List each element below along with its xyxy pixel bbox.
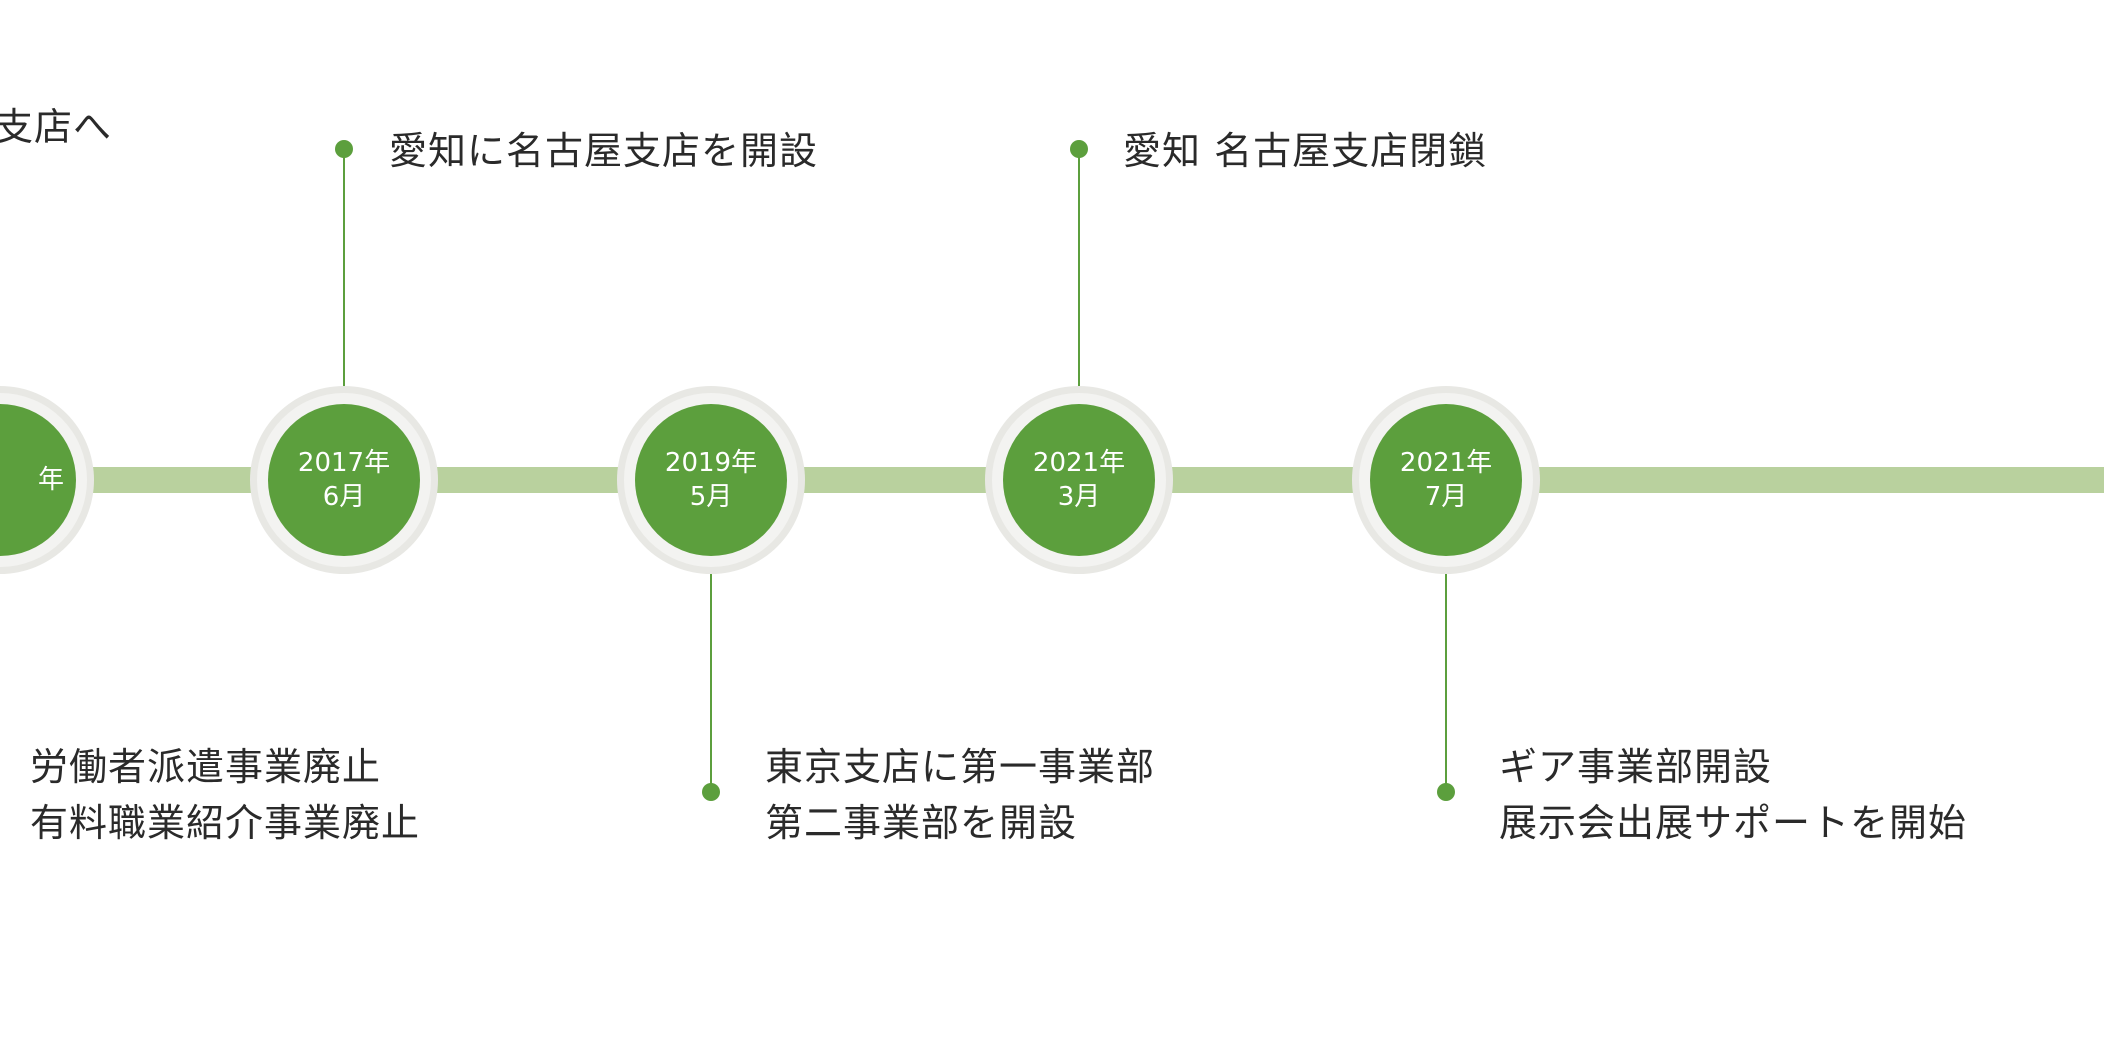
event-line: ギア事業部開設: [1499, 745, 1773, 789]
milestone-node: 2021年 7月: [1359, 393, 1533, 567]
event-line: 有料職業紹介事業廃止: [30, 801, 421, 845]
connector-dot: [702, 783, 720, 801]
connector-line: [1445, 558, 1447, 792]
event-line: 支店へ: [0, 105, 113, 149]
event-line: 第二事業部を開設: [765, 801, 1078, 845]
milestone-date: 2021年 3月: [1003, 404, 1155, 556]
event-line: 東京支店に第一事業部: [765, 745, 1156, 789]
event-line: 展示会出展サポートを開始: [1499, 801, 1968, 845]
milestone-event: ギア事業部開設 展示会出展サポートを開始: [1499, 739, 1967, 851]
connector-line: [710, 558, 712, 792]
milestone-year: 2019年: [664, 448, 758, 478]
milestone-date: 年: [0, 404, 76, 556]
milestone-date: 2019年 5月: [635, 404, 787, 556]
milestone-month: 6月: [322, 482, 366, 512]
connector-dot: [335, 140, 353, 158]
milestone-month: 5月: [689, 482, 733, 512]
milestone-node-partial: 年: [0, 393, 87, 567]
milestone-event-partial-bottom: 労働者派遣事業廃止 有料職業紹介事業廃止: [30, 739, 420, 851]
milestone-event: 愛知 名古屋支店閉鎖: [1123, 123, 1487, 179]
connector-dot: [1070, 140, 1088, 158]
milestone-node: 2021年 3月: [992, 393, 1166, 567]
event-line: 労働者派遣事業廃止: [30, 745, 382, 789]
event-line: 愛知に名古屋支店を開設: [389, 129, 819, 173]
milestone-date: 2017年 6月: [268, 404, 420, 556]
event-line: 愛知 名古屋支店閉鎖: [1123, 129, 1488, 173]
milestone-year: 2021年: [1032, 448, 1126, 478]
milestone-month: 7月: [1424, 482, 1468, 512]
connector-line: [1078, 149, 1080, 402]
milestone-node: 2019年 5月: [624, 393, 798, 567]
milestone-event: 愛知に名古屋支店を開設: [389, 123, 818, 179]
milestone-event-partial-top: 支店へ: [0, 99, 112, 155]
connector-dot: [1437, 783, 1455, 801]
milestone-event: 東京支店に第一事業部 第二事業部を開設: [765, 739, 1155, 851]
milestone-date: 2021年 7月: [1370, 404, 1522, 556]
milestone-year: 2017年: [297, 448, 391, 478]
connector-line: [343, 149, 345, 402]
milestone-node: 2017年 6月: [257, 393, 431, 567]
milestone-year: 2021年: [1399, 448, 1493, 478]
milestone-year: 年: [37, 465, 64, 495]
milestone-month: 3月: [1057, 482, 1101, 512]
